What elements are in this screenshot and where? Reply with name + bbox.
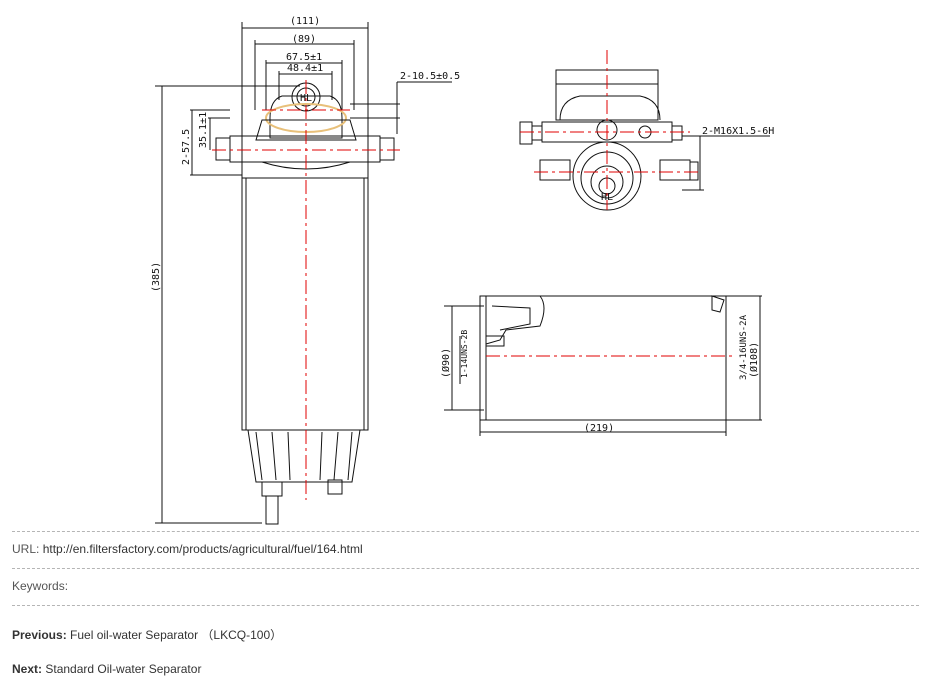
dim-67: 67.5±1 [286,52,322,63]
next-label: Next: [12,662,43,676]
keywords-label: Keywords: [12,579,69,593]
dim-35: 35.1±1 [198,112,209,148]
dim-57: 2-57.5 [181,129,192,165]
divider [12,605,919,606]
url-label: URL: [12,542,40,556]
element-view [444,295,762,436]
keywords-row: Keywords: [12,579,919,593]
top-view [519,69,770,211]
dim-14uns: 1-14UNS-2B [460,330,469,378]
technical-drawing: (111) (89) 67.5±1 48.4±1 2-10.5±0.5 HL 2… [151,16,774,525]
dimension-labels: (111) (89) 67.5±1 48.4±1 2-10.5±0.5 HL 2… [151,16,774,434]
previous-row: Previous: Fuel oil-water Separator （LKCQ… [12,626,919,643]
dim-10: 2-10.5±0.5 [400,71,460,82]
centerlines [212,50,734,500]
previous-label: Previous: [12,628,67,642]
hl-mark-top: HL [601,192,613,203]
divider [12,568,919,569]
dim-48: 48.4±1 [287,63,323,74]
dim-108: (Ø108) [748,342,760,378]
previous-link[interactable]: Fuel oil-water Separator （LKCQ-100） [70,628,283,642]
next-link[interactable]: Standard Oil-water Separator [45,662,202,676]
dim-111: (111) [290,16,320,27]
dim-385: (385) [151,262,162,292]
dim-219: (219) [584,423,614,434]
next-row: Next: Standard Oil-water Separator [12,662,919,676]
dim-m16: 2-M16X1.5-6H [702,126,774,137]
dim-34uns: 3/4-16UNS-2A [739,314,749,380]
dim-90: (Ø90) [440,348,452,378]
url-row: URL: http://en.filtersfactory.com/produc… [12,542,919,556]
divider [12,531,919,532]
dim-89: (89) [292,34,316,45]
front-view [155,22,452,525]
url-value[interactable]: http://en.filtersfactory.com/products/ag… [42,542,363,556]
hl-mark-front: HL [300,93,312,104]
